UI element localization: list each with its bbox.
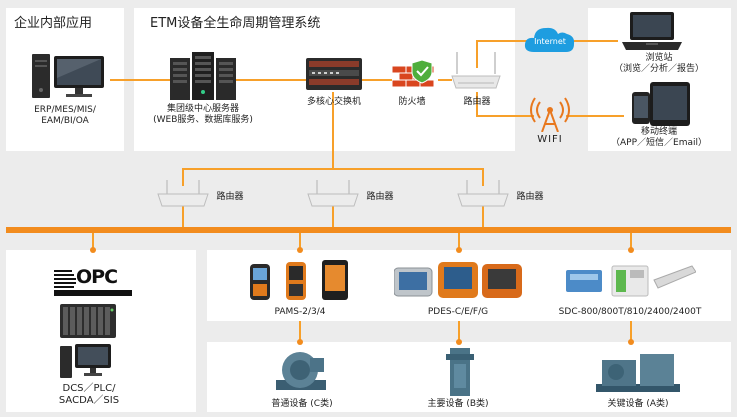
main-equipment-label: 主要设备 (B类) — [427, 399, 489, 409]
wire-router-wifi — [476, 115, 534, 117]
server-label-2: (WEB服务、数据库服务) — [153, 115, 253, 125]
turbine-equipment-icon — [596, 350, 680, 394]
wire-pams-equipment — [299, 321, 301, 342]
pc-label-2: EAM/BI/OA — [41, 116, 89, 126]
mobile-label-2: （APP／短信／Email） — [611, 138, 707, 148]
wire-bus-control — [92, 233, 94, 250]
fan-equipment-icon — [276, 350, 326, 392]
junction-control — [90, 247, 96, 253]
junction-pdes — [456, 247, 462, 253]
wire-switch-firewall — [360, 79, 392, 81]
mobile-label-1: 移动终端 — [640, 127, 677, 137]
junction-sdc — [628, 247, 634, 253]
core-switch-icon — [306, 58, 362, 90]
core-switch-label: 多核心交换机 — [306, 97, 361, 107]
wire-wifi-mobile — [566, 115, 624, 117]
server-rack-icon — [170, 52, 236, 100]
firewall-icon — [392, 60, 438, 90]
router-1-label: 路由器 — [216, 192, 244, 202]
elevator-equipment-icon — [446, 348, 474, 396]
junction-pams — [297, 247, 303, 253]
wire-server-switch — [236, 79, 306, 81]
pc-icon — [32, 52, 108, 102]
sdc-label: SDC-800/800T/810/2400/2400T — [558, 307, 702, 317]
browser-label-1: 浏览站 — [645, 53, 673, 63]
router-2-label: 路由器 — [366, 192, 394, 202]
wire-drop-1 — [182, 168, 184, 186]
pc-label-1: ERP/MES/MIS/ — [34, 105, 96, 115]
router-2-icon — [306, 180, 360, 208]
wire-pdes-equipment — [458, 321, 460, 342]
wire-firewall-router — [438, 79, 452, 81]
wifi-label: WIFI — [537, 134, 563, 145]
opc-logo-text: OPC — [76, 266, 118, 288]
pdes-label: PDES-C/E/F/G — [427, 307, 489, 317]
wire-router-down — [476, 92, 478, 116]
internet-label: Internet — [534, 37, 566, 46]
router-3-label: 路由器 — [516, 192, 544, 202]
wire-distribution — [182, 168, 484, 170]
wire-router-internet — [476, 40, 528, 42]
router-main-icon — [450, 52, 502, 92]
wire-switch-down — [332, 92, 334, 170]
pdes-tablet-icon — [394, 262, 524, 302]
wire-pc-server — [110, 79, 170, 81]
wire-bus-pdes — [458, 233, 460, 250]
wire-router3-bus — [482, 205, 484, 227]
firewall-label: 防火墙 — [398, 97, 426, 107]
junction-general — [297, 339, 303, 345]
key-equipment-label: 关键设备 (A类) — [607, 399, 669, 409]
laptop-icon — [622, 12, 682, 52]
main-bus — [6, 227, 731, 233]
opc-logo-icon — [54, 268, 132, 298]
internet-cloud-icon[interactable] — [524, 24, 576, 54]
router-1-icon — [156, 180, 210, 208]
pams-handheld-icon — [250, 260, 360, 302]
server-label-1: 集团级中心服务器 — [166, 104, 239, 114]
general-equipment-label: 普通设备 (C类) — [271, 399, 333, 409]
wire-internet-browser — [574, 40, 618, 42]
control-label-2: SACDA／SIS — [58, 395, 120, 406]
wire-drop-3 — [482, 168, 484, 186]
wire-bus-pams — [299, 233, 301, 250]
control-label-1: DCS／PLC/ — [62, 383, 116, 394]
pams-label: PAMS-2/3/4 — [274, 307, 326, 317]
blade-server-icon — [60, 304, 116, 338]
junction-key — [628, 339, 634, 345]
wifi-tower-icon — [528, 96, 572, 132]
wire-router-up — [476, 40, 478, 68]
wire-bus-sdc — [630, 233, 632, 250]
router-main-label: 路由器 — [463, 97, 491, 107]
workstation-icon — [60, 344, 112, 380]
wire-sdc-equipment — [630, 321, 632, 342]
browser-label-2: （浏览／分析／报告） — [613, 64, 704, 74]
mobile-devices-icon — [632, 82, 692, 126]
enterprise-title: 企业内部应用 — [14, 16, 93, 31]
router-3-icon — [456, 180, 510, 208]
etm-title: ETM设备全生命周期管理系统 — [150, 16, 321, 31]
wire-router2-bus — [332, 205, 334, 227]
sdc-module-icon — [566, 262, 696, 300]
wire-router1-bus — [182, 205, 184, 227]
junction-main — [456, 339, 462, 345]
